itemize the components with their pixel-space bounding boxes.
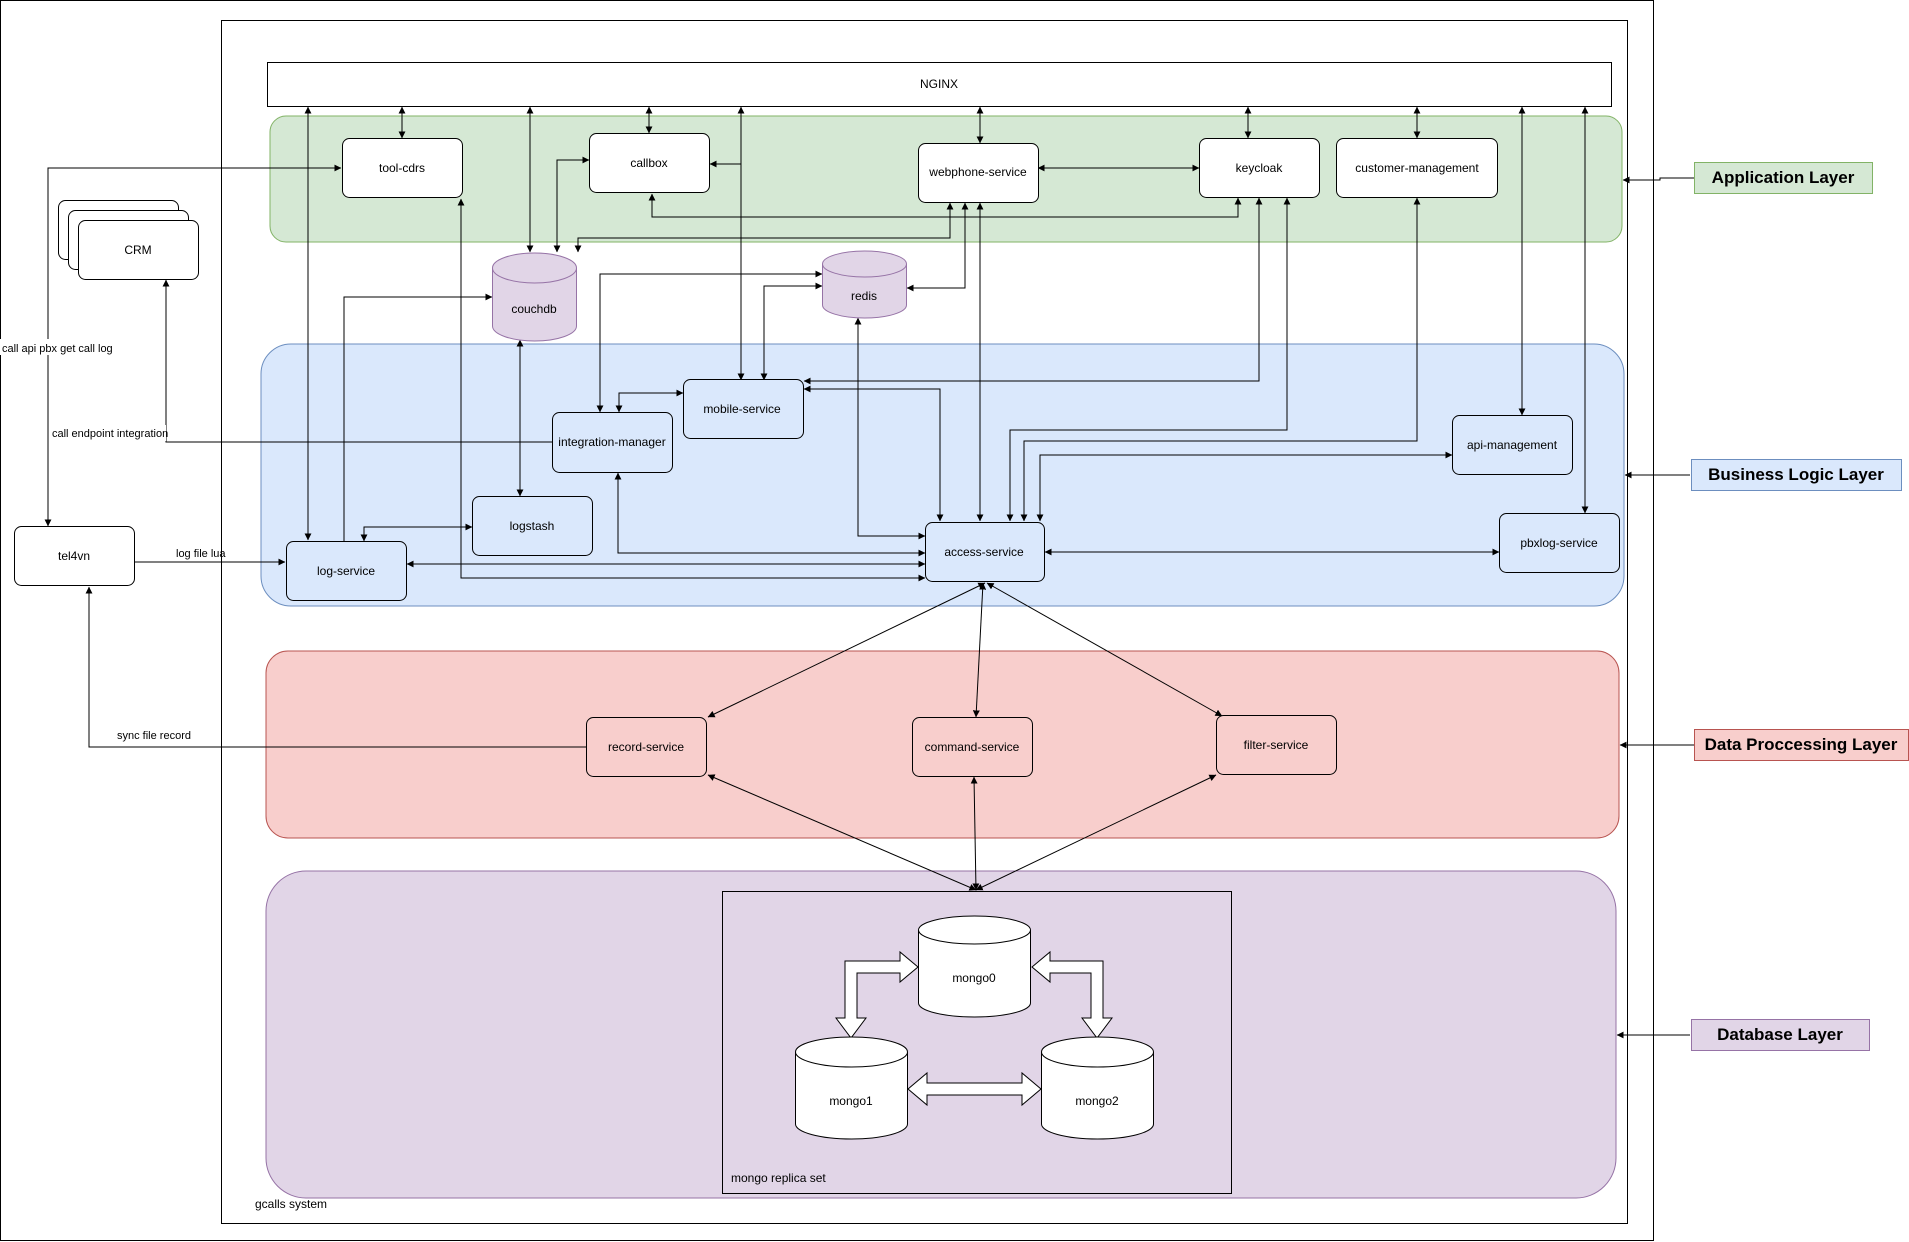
record-service-node[interactable]: record-service: [586, 717, 707, 777]
filter-service-node[interactable]: filter-service: [1216, 715, 1337, 775]
mongo1-label: mongo1: [829, 1094, 873, 1108]
tool-cdrs-node[interactable]: tool-cdrs: [342, 138, 463, 198]
webphone-service-label: webphone-service: [928, 165, 1027, 179]
redis-node[interactable]: redis: [822, 250, 907, 319]
tel4vn-label: tel4vn: [58, 549, 90, 563]
system-boundary: [221, 20, 1628, 1224]
edge-record-replica: [707, 774, 977, 891]
business-layer-label: Business Logic Layer: [1708, 465, 1884, 484]
edge-filter-replica: [975, 774, 1217, 891]
mongo2-node[interactable]: mongo2: [1041, 1036, 1154, 1140]
api-management-label: api-management: [1467, 438, 1558, 452]
mongo-replica-set-label: mongo replica set: [731, 1171, 826, 1185]
edge-log-couchdb: [343, 293, 493, 541]
edge-label-sync-file-record: sync file record: [117, 730, 191, 742]
keycloak-label: keycloak: [1236, 161, 1284, 175]
edge-access-command: [972, 582, 987, 718]
logstash-label: logstash: [510, 519, 555, 533]
edge-tool-cdrs-tel4vn: [44, 164, 342, 527]
edge-label-call-endpoint: call endpoint integration: [52, 428, 168, 440]
tool-cdrs-label: tool-cdrs: [379, 161, 425, 175]
business-layer-title: Business Logic Layer: [1691, 459, 1902, 491]
filter-service-label: filter-service: [1244, 738, 1309, 752]
edge-integration-crm: [162, 279, 552, 443]
access-service-label: access-service: [944, 545, 1024, 559]
mobile-service-node[interactable]: mobile-service: [683, 379, 804, 439]
edge-access-record: [707, 582, 986, 718]
database-layer-label: Database Layer: [1717, 1025, 1843, 1044]
mongo2-label: mongo2: [1075, 1094, 1119, 1108]
integration-manager-node[interactable]: integration-manager: [552, 412, 673, 473]
couchdb-label: couchdb: [511, 302, 557, 316]
edge-api-access: [1036, 451, 1453, 522]
integration-manager-label: integration-manager: [558, 435, 665, 449]
edge-command-replica: [970, 776, 980, 891]
processing-layer-label: Data Proccessing Layer: [1705, 735, 1898, 754]
connectors: [44, 106, 1694, 1039]
crm-label: CRM: [124, 243, 151, 257]
record-service-label: record-service: [608, 740, 684, 754]
pbxlog-service-label: pbxlog-service: [1520, 536, 1598, 550]
command-service-label: command-service: [925, 740, 1020, 754]
log-service-label: log-service: [317, 564, 375, 578]
edge-access-filter: [986, 582, 1223, 717]
webphone-service-node[interactable]: webphone-service: [918, 143, 1039, 203]
edge-tool-cdrs-access: [457, 198, 926, 582]
edge-customer-access: [1020, 197, 1421, 522]
access-service-node[interactable]: access-service: [925, 522, 1045, 582]
tel4vn-node[interactable]: tel4vn: [14, 526, 135, 586]
outer-frame: [0, 0, 1654, 1241]
processing-layer-title: Data Proccessing Layer: [1694, 729, 1909, 761]
mongo1-node[interactable]: mongo1: [795, 1036, 908, 1140]
edge-label-log-file-lua: log file lua: [176, 548, 226, 560]
keycloak-node[interactable]: keycloak: [1199, 138, 1320, 198]
mongo-replica-set-box: [722, 891, 1232, 1194]
mongo0-label: mongo0: [952, 971, 996, 985]
callbox-node[interactable]: callbox: [589, 133, 710, 193]
log-service-node[interactable]: log-service: [286, 541, 407, 601]
application-layer-label: Application Layer: [1712, 168, 1855, 187]
database-layer-title: Database Layer: [1691, 1019, 1870, 1051]
nginx-label: NGINX: [920, 77, 958, 91]
redis-label: redis: [851, 289, 877, 303]
mobile-service-label: mobile-service: [703, 402, 781, 416]
logstash-node[interactable]: logstash: [472, 496, 593, 556]
command-service-node[interactable]: command-service: [912, 717, 1033, 777]
application-layer-title: Application Layer: [1694, 162, 1873, 194]
customer-management-label: customer-management: [1355, 161, 1479, 175]
couchdb-node[interactable]: couchdb: [492, 252, 577, 342]
pbxlog-service-node[interactable]: pbxlog-service: [1499, 513, 1620, 573]
mongo0-node[interactable]: mongo0: [918, 915, 1031, 1018]
edge-label-call-api: call api pbx get call log: [2, 343, 113, 355]
nginx-box[interactable]: NGINX: [267, 62, 1612, 107]
system-label: gcalls system: [255, 1197, 327, 1211]
callbox-label: callbox: [630, 156, 667, 170]
edge-log-logstash: [360, 523, 473, 542]
edge-record-tel4vn: [85, 586, 586, 748]
customer-management-node[interactable]: customer-management: [1336, 138, 1498, 198]
crm-node[interactable]: CRM: [58, 200, 199, 280]
edge-app-layer-arrow: [1622, 176, 1694, 184]
api-management-node[interactable]: api-management: [1452, 415, 1573, 475]
